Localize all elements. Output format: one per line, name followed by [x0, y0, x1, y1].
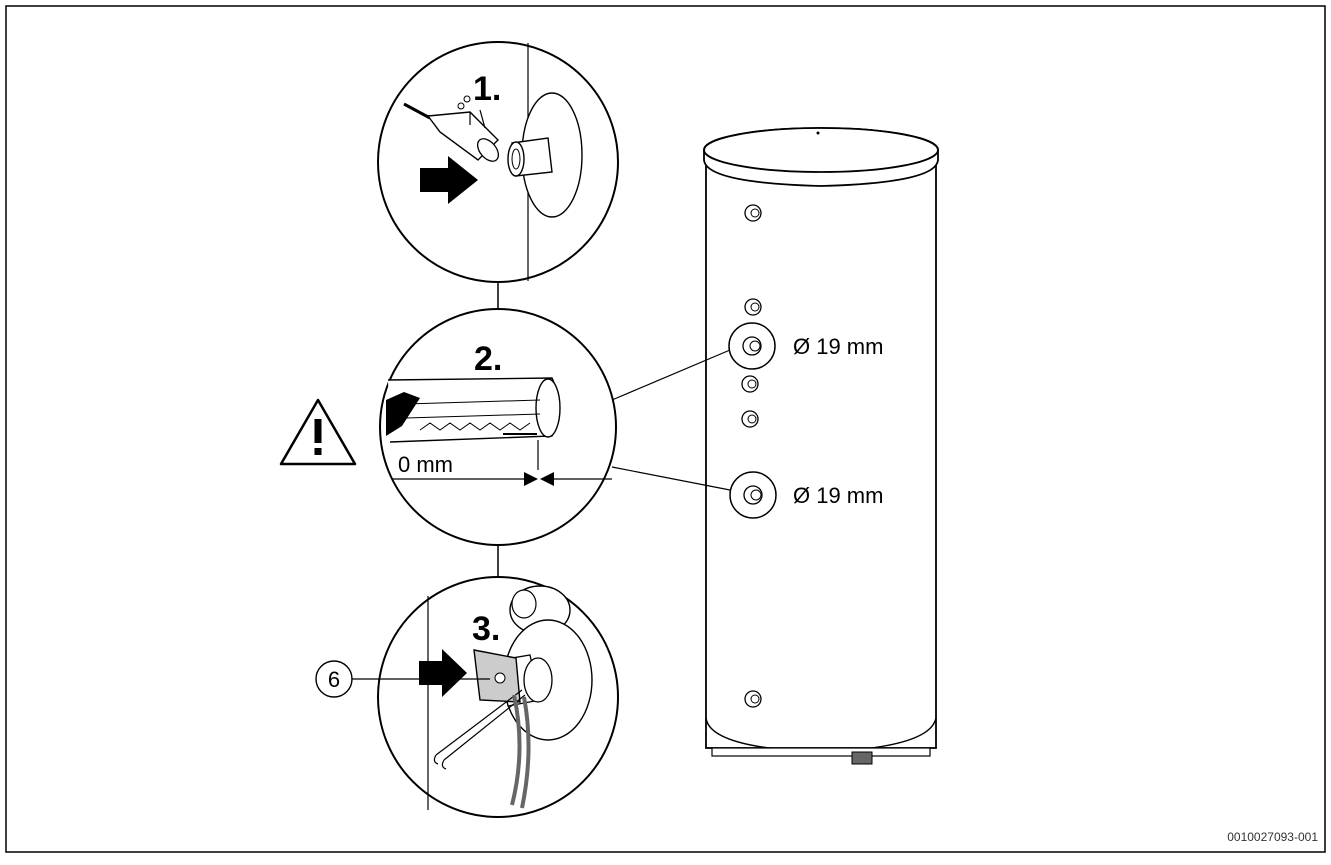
figure-id: 0010027093-001 — [1227, 830, 1318, 844]
arrow-icon — [524, 472, 538, 486]
step-1-label: 1. — [473, 70, 501, 108]
step-3-label: 3. — [472, 610, 500, 648]
leader-line-upper — [611, 349, 731, 401]
tank-connection-icon — [744, 298, 762, 316]
step-2-detail — [379, 308, 617, 546]
step-3-detail — [377, 576, 619, 818]
figure-frame — [5, 5, 1326, 853]
tank-connection-icon — [744, 204, 762, 222]
step-2-label: 2. — [474, 340, 502, 378]
clip-callout-number: 6 — [328, 667, 340, 692]
leader-line-lower — [611, 466, 731, 491]
clip-callout — [315, 660, 490, 698]
step-1-detail — [377, 41, 619, 283]
sensor-probe-icon — [403, 95, 500, 162]
sensor-well-upper — [728, 322, 776, 370]
arrow-icon — [420, 156, 478, 204]
tank-connection-icon — [744, 690, 762, 708]
sensor-well-lower — [729, 471, 777, 519]
insertion-depth-label: 0 mm — [398, 452, 453, 477]
arrow-icon — [540, 472, 554, 486]
warning-icon — [279, 398, 357, 466]
sensor-well-lower-dimension: Ø 19 mm — [793, 483, 883, 508]
sensor-well-upper-dimension: Ø 19 mm — [793, 334, 883, 359]
storage-tank — [703, 127, 939, 765]
tank-connection-icon — [741, 410, 759, 428]
tank-connection-icon — [741, 375, 759, 393]
arrow-icon — [419, 649, 467, 697]
